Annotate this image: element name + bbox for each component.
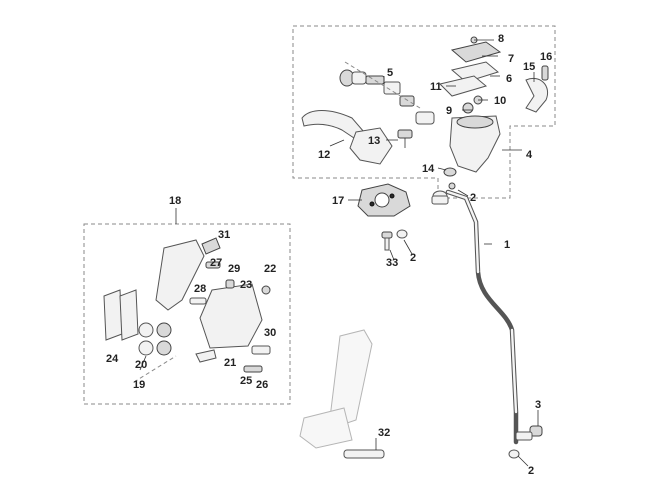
brake-disc	[357, 183, 411, 217]
reservoir-diaphragm	[450, 61, 500, 83]
callout-16: 16	[540, 51, 552, 63]
callout-11: 11	[430, 81, 442, 93]
dust-cap	[443, 167, 457, 177]
banjo-lower	[515, 425, 543, 441]
callout-24: 24	[106, 353, 119, 365]
slide-pin	[189, 297, 207, 305]
callout-15: 15	[523, 61, 535, 73]
banjo-upper	[431, 182, 456, 205]
washer-2-mid	[396, 229, 408, 239]
callout-3: 3	[535, 399, 541, 411]
bolt-33	[381, 231, 393, 251]
caliper-bracket	[155, 239, 205, 311]
front-axle	[343, 449, 385, 459]
callout-25: 25	[240, 375, 252, 387]
callout-2-mid: 2	[410, 252, 416, 264]
master-cylinder-body	[349, 127, 393, 165]
master-cylinder-assembly	[301, 36, 549, 177]
callout-14: 14	[422, 163, 435, 175]
clamp-bolt	[541, 65, 549, 81]
callout-26: 26	[256, 379, 268, 391]
callout-8: 8	[498, 33, 504, 45]
callout-29: 29	[228, 263, 240, 275]
spring	[225, 279, 235, 289]
callout-33: 33	[386, 257, 398, 269]
reservoir-plate	[439, 75, 488, 97]
callout-labels: 1 2 2 2 3 4 5 6 7 8 9 10 11 12 13 14 15 …	[106, 33, 552, 477]
reservoir-cap	[450, 41, 502, 63]
callout-30: 30	[264, 327, 276, 339]
callout-17: 17	[332, 195, 344, 207]
callout-21: 21	[224, 357, 236, 369]
pistons-and-seals	[138, 322, 172, 356]
reservoir-body	[449, 115, 501, 173]
callout-5: 5	[387, 67, 393, 79]
pad-retainer	[201, 237, 221, 255]
brake-pad-outer	[103, 289, 123, 341]
caliper-bolt	[243, 365, 263, 373]
callout-31: 31	[218, 229, 230, 241]
callout-4: 4	[526, 149, 533, 161]
caliper-assembly	[103, 237, 271, 383]
callout-28: 28	[194, 283, 206, 295]
callout-12: 12	[318, 149, 330, 161]
callout-10: 10	[494, 95, 506, 107]
callout-1: 1	[504, 239, 510, 251]
leader-lines	[139, 39, 539, 467]
callout-9: 9	[446, 105, 452, 117]
callout-2-lower: 2	[528, 465, 534, 477]
pad-pin	[205, 261, 221, 269]
brake-switch	[462, 102, 474, 114]
callout-27: 27	[210, 257, 222, 269]
caliper-body	[199, 283, 263, 349]
callout-13: 13	[368, 135, 380, 147]
pivot-bolt	[397, 129, 413, 148]
master-cylinder-group-box	[292, 25, 556, 199]
callout-2-upper: 2	[470, 192, 476, 204]
brake-pad-inner	[119, 289, 139, 341]
pad-spring	[195, 349, 217, 363]
callout-7: 7	[508, 53, 514, 65]
callout-19: 19	[133, 379, 145, 391]
handlebar-clamp	[525, 78, 548, 113]
bleeder-valve	[251, 345, 271, 355]
piston-kit-parts	[339, 61, 435, 125]
callout-6: 6	[506, 73, 512, 85]
clip	[261, 285, 271, 295]
callout-20: 20	[135, 359, 147, 371]
callout-18: 18	[169, 195, 181, 207]
callout-32: 32	[378, 427, 390, 439]
washer-2-low	[508, 449, 520, 459]
callout-22: 22	[264, 263, 276, 275]
brake-hose	[445, 189, 519, 445]
callout-23: 23	[240, 279, 252, 291]
caliper-group-box	[83, 223, 291, 405]
fork-leg	[299, 329, 373, 449]
